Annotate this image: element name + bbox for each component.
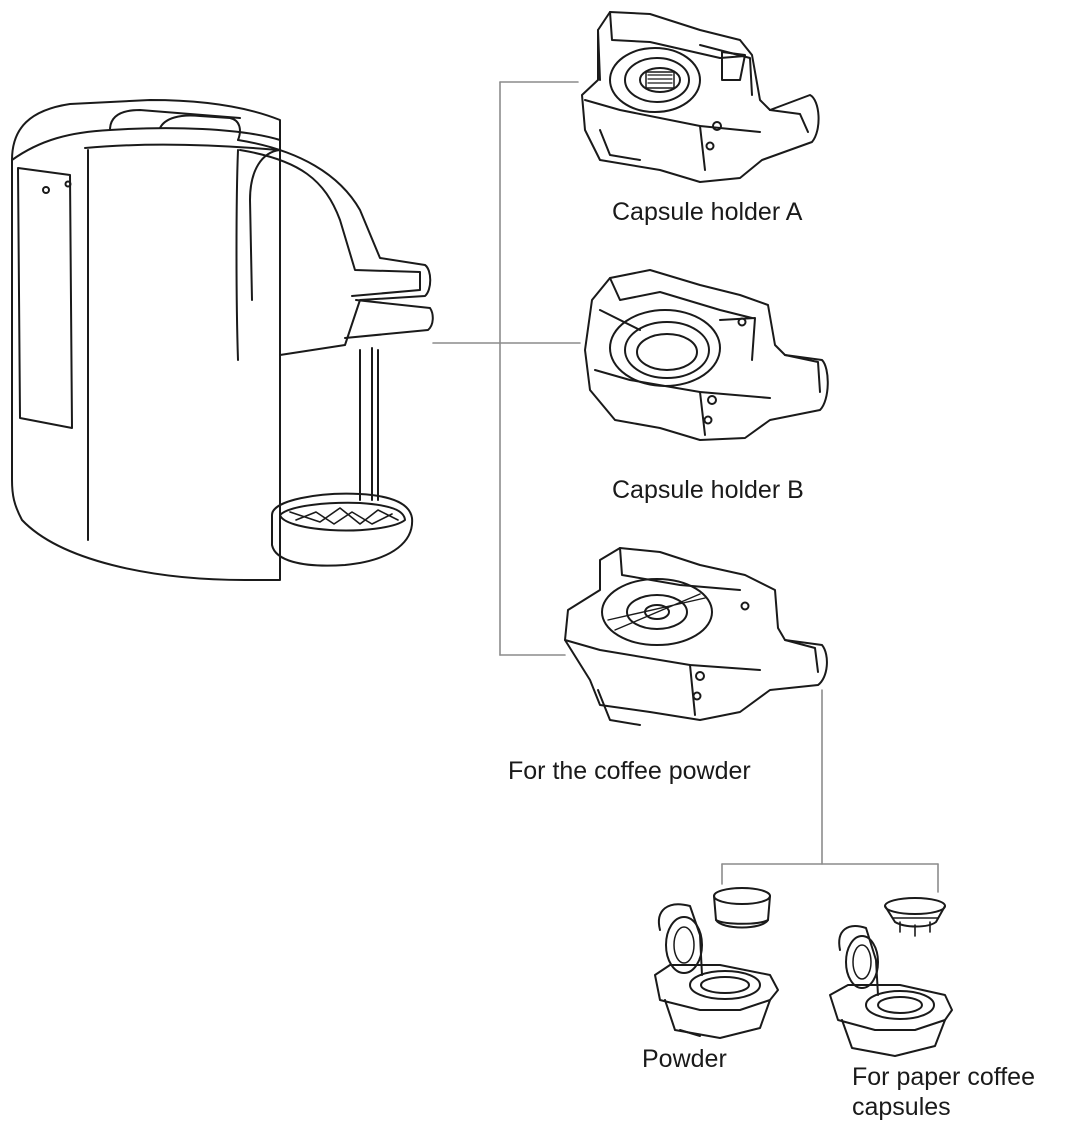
label-capsule-holder-b: Capsule holder B xyxy=(612,476,804,504)
capsule-holder-a-icon xyxy=(581,11,820,183)
label-powder: Powder xyxy=(642,1045,727,1073)
label-paper-capsules: For paper coffee capsules xyxy=(852,1063,1035,1121)
powder-filter-icon xyxy=(654,887,779,1039)
powder-holder-icon xyxy=(564,547,828,726)
paper-capsule-filter-icon xyxy=(829,897,953,1057)
leader-lines xyxy=(432,81,939,893)
capsule-holder-b-icon xyxy=(584,269,829,441)
label-capsule-holder-a: Capsule holder A xyxy=(612,198,803,226)
label-coffee-powder: For the coffee powder xyxy=(508,757,751,785)
coffee-machine-icon xyxy=(11,99,434,581)
